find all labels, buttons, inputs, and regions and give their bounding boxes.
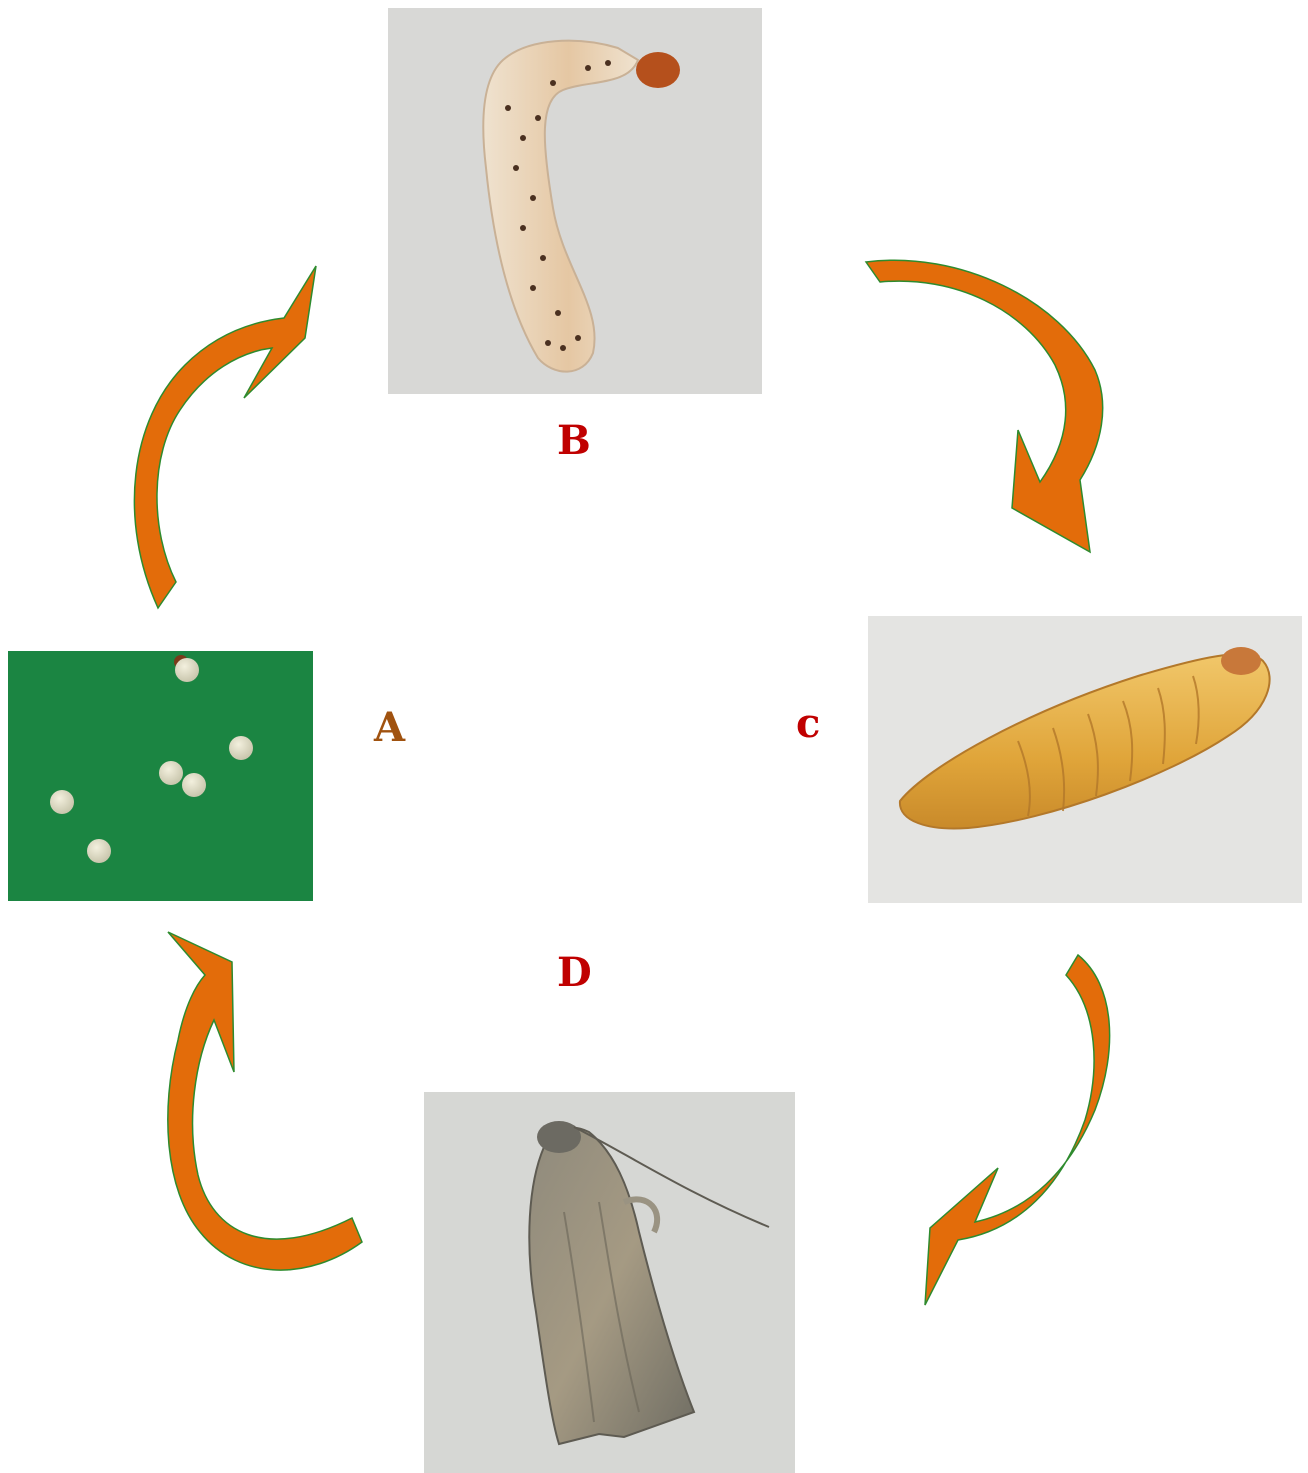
arrow-c-to-d (925, 955, 1110, 1305)
arrow-b-to-c (866, 260, 1103, 552)
arrow-d-to-a (168, 932, 362, 1270)
arrow-a-to-b (134, 266, 316, 608)
